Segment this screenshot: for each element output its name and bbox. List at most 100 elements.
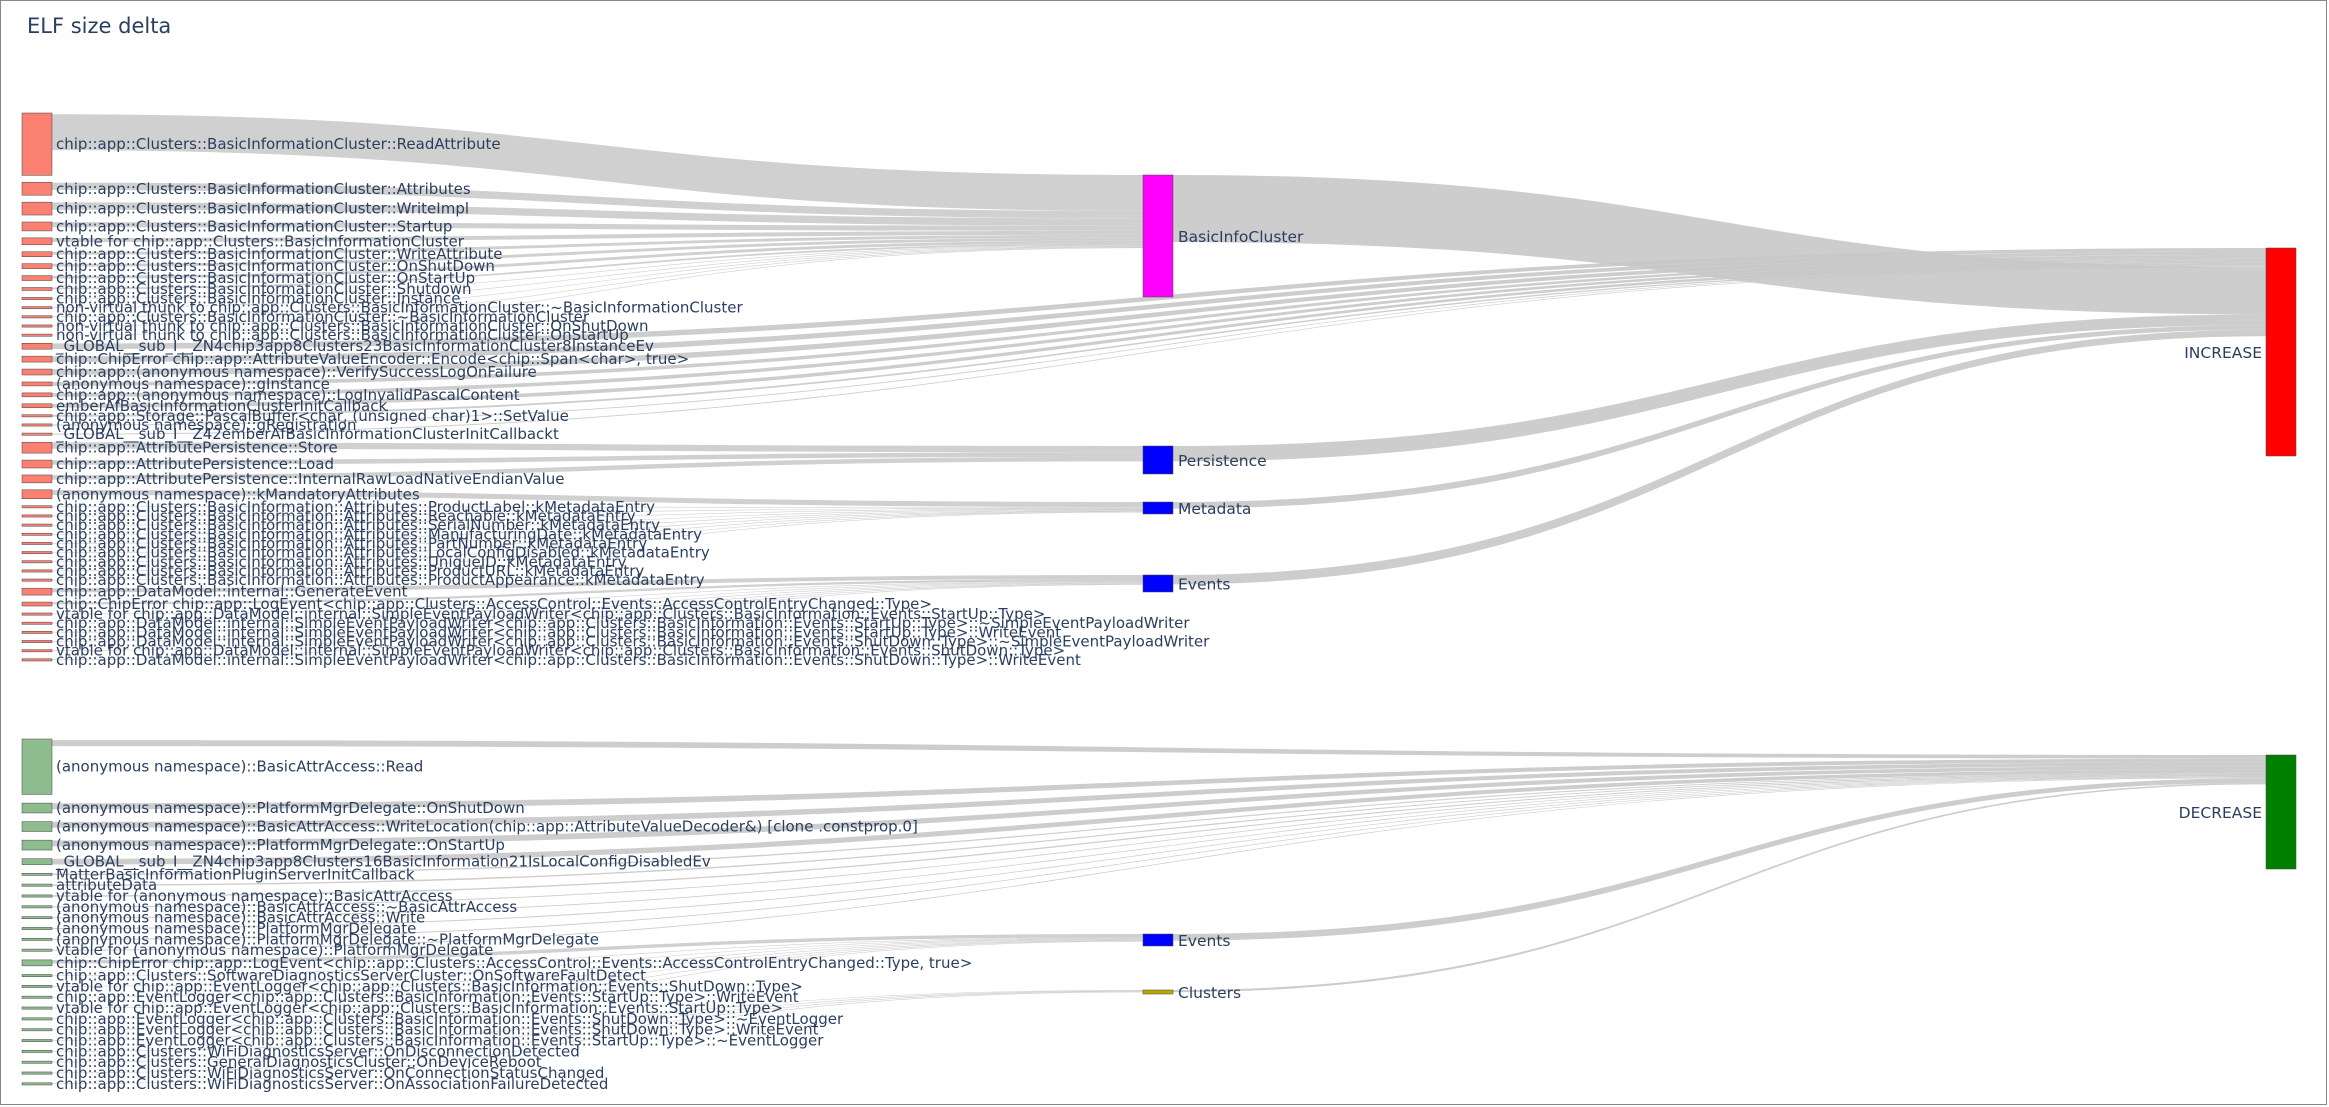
node-chip-app-attributepersistence-store[interactable] [21, 441, 53, 454]
link-chip-app-anonymous-namespace-loginvalidpascalcontent[interactable] [52, 260, 2266, 397]
link-chip-app-clusters-basicinformationcluster-startup[interactable] [52, 222, 1143, 231]
node-vtable-for-chip-app-datamodel-internal-simpleeventpayloadwri[interactable] [21, 612, 53, 616]
link-chip-app-clusters-basicinformationcluster-instance[interactable] [52, 245, 1143, 299]
node-global-sub-i-zn4chip3app8clusters16basicinformation21islocal[interactable] [21, 858, 53, 865]
link-metadata-to-increase[interactable] [1173, 325, 2266, 509]
node-emberafbasicinformationclusterinitcallback[interactable] [21, 403, 53, 409]
node-non-virtual-thunk-to-chip-app-clusters-basicinformationclust[interactable] [21, 306, 53, 310]
link-events-to-decrease[interactable] [1173, 778, 2266, 941]
node-chip-app-clusters-basicinformationcluster-basicinformationcl[interactable] [21, 315, 53, 319]
node-chip-app-clusters-basicinformationcluster-attributes[interactable] [21, 182, 53, 196]
node-chip-app-clusters-basicinformationcluster-shutdown[interactable] [21, 287, 53, 291]
link-chip-app-clusters-basicinformation-attributes-manufacturingd[interactable] [52, 508, 1143, 535]
node-vtable-for-anonymous-namespace-platformmgrdelegate[interactable] [21, 948, 53, 952]
node-group-clusters-decrease[interactable] [1142, 989, 1174, 995]
link-emberafbasicinformationclusterinitcallback[interactable] [52, 262, 2266, 408]
link-chip-app-clusters-basicinformation-attributes-localconfigdis[interactable] [52, 510, 1143, 553]
link-anonymous-namespace-platformmgrdelegate-onshutdown[interactable] [52, 758, 2266, 810]
link-chip-chiperror-chip-app-logevent-chip-app-clusters-accesscon[interactable] [52, 934, 1143, 964]
link-vtable-for-chip-app-eventlogger-chip-app-clusters-basicinfor[interactable] [52, 939, 1143, 1009]
node-vtable-for-chip-app-eventlogger-chip-app-clusters-basicinfor[interactable] [21, 985, 53, 988]
link-global-sub-i-zn4chip3app8clusters16basicinformation21islocal[interactable] [52, 769, 2266, 865]
link-vtable-for-chip-app-clusters-basicinformationcluster[interactable] [52, 230, 1143, 243]
link-vtable-for-anonymous-namespace-basicattraccess[interactable] [52, 774, 2266, 897]
node-anonymous-namespace-basicattraccess-read[interactable] [21, 738, 53, 795]
link-anonymous-namespace-kmandatoryattributes[interactable] [52, 490, 1143, 508]
node-root-decrease[interactable] [2265, 754, 2297, 870]
node-group-events-decrease[interactable] [1142, 933, 1174, 947]
node-chip-app-anonymous-namespace-verifysuccesslogonfailure[interactable] [21, 368, 53, 376]
link-chip-app-clusters-basicinformation-attributes-productappeara[interactable] [52, 511, 1143, 581]
node-chip-app-anonymous-namespace-loginvalidpascalcontent[interactable] [21, 392, 53, 398]
node-chip-app-eventlogger-chip-app-clusters-basicinformation-even[interactable] [21, 1028, 53, 1032]
link-chip-app-clusters-basicinformationcluster-onshutdown[interactable] [52, 237, 1143, 267]
node-non-virtual-thunk-to-chip-app-clusters-basicinformationclust[interactable] [21, 324, 53, 328]
node-chip-app-clusters-basicinformation-attributes-serialnumber-k[interactable] [21, 523, 53, 527]
node-chip-chiperror-chip-app-logevent-chip-app-clusters-accesscon[interactable] [21, 959, 53, 967]
link-chip-chiperror-chip-app-attributevalueencoder-encode-chip-sp[interactable] [52, 251, 2266, 362]
node-chip-app-eventlogger-chip-app-clusters-basicinformation-even[interactable] [21, 1039, 53, 1042]
node-chip-app-datamodel-internal-simpleeventpayloadwriter-chip-ap[interactable] [21, 621, 53, 625]
node-chip-app-clusters-basicinformation-attributes-productlabel-k[interactable] [21, 505, 53, 509]
link-non-virtual-thunk-to-chip-app-clusters-basicinformationclust[interactable] [52, 246, 1143, 327]
node-attributedata[interactable] [21, 883, 53, 887]
node-chip-app-clusters-softwarediagnosticsservercluster-onsoftwar[interactable] [21, 974, 53, 977]
link-chip-app-eventlogger-chip-app-clusters-basicinformation-even[interactable] [52, 941, 1143, 1041]
link-anonymous-namespace-basicattraccess-writelocation-chip-app-a[interactable] [52, 762, 2266, 828]
link-global-sub-i-z42emberafbasicinformationclusterinitcallbackt[interactable] [52, 266, 2266, 435]
node-anonymous-namespace-basicattraccess-basicattraccess[interactable] [21, 905, 53, 909]
node-anonymous-namespace-kmandatoryattributes[interactable] [21, 489, 53, 499]
node-global-sub-i-z42emberafbasicinformationclusterinitcallbackt[interactable] [21, 432, 53, 436]
node-chip-app-datamodel-internal-simpleeventpayloadwriter-chip-ap[interactable] [21, 631, 53, 634]
link-chip-app-eventlogger-chip-app-clusters-basicinformation-even[interactable] [52, 940, 1143, 1031]
node-chip-app-clusters-basicinformationcluster-readattribute[interactable] [21, 112, 53, 176]
link-chip-app-clusters-basicinformationcluster-writeattribute[interactable] [52, 234, 1143, 255]
node-vtable-for-chip-app-eventlogger-chip-app-clusters-basicinfor[interactable] [21, 1006, 53, 1010]
link-chip-app-clusters-basicinformation-attributes-productlabel-k[interactable] [52, 506, 1143, 508]
node-chip-app-clusters-basicinformation-attributes-partnumber-kme[interactable] [21, 542, 53, 545]
node-chip-app-clusters-wifidiagnosticsserver-ondisconnectiondetec[interactable] [21, 1050, 53, 1053]
link-anonymous-namespace-platformmgrdelegate-platformmgrdelegate[interactable] [52, 777, 2266, 940]
link-anonymous-namespace-platformmgrdelegate-onstartup[interactable] [52, 765, 2266, 847]
link-chip-app-clusters-basicinformation-attributes-reachable-kmet[interactable] [52, 507, 1143, 517]
link-anonymous-namespace-ginstance[interactable] [52, 258, 2266, 386]
node-anonymous-namespace-platformmgrdelegate[interactable] [21, 927, 53, 930]
node-chip-app-clusters-basicinformationcluster-onshutdown[interactable] [21, 263, 53, 269]
node-chip-app-eventlogger-chip-app-clusters-basicinformation-even[interactable] [21, 995, 53, 999]
link-chip-app-clusters-basicinformationcluster-shutdown[interactable] [52, 243, 1143, 290]
node-chip-app-clusters-basicinformationcluster-onstartup[interactable] [21, 275, 53, 281]
link-global-sub-i-zn4chip3app8clusters23basicinformationcluster8i[interactable] [52, 248, 2266, 350]
node-anonymous-namespace-gregistration[interactable] [21, 423, 53, 427]
node-chip-app-datamodel-internal-simpleeventpayloadwriter-chip-ap[interactable] [21, 640, 53, 643]
node-group-metadata-increase[interactable] [1142, 501, 1174, 515]
link-chip-app-datamodel-internal-generateevent[interactable] [52, 575, 1143, 593]
link-basicinfocluster-to-increase[interactable] [1173, 175, 2266, 315]
link-chip-app-datamodel-internal-simpleeventpayloadwriter-chip-ap[interactable] [52, 583, 1143, 642]
node-group-basicinfocluster-increase[interactable] [1142, 174, 1174, 298]
node-vtable-for-chip-app-clusters-basicinformationcluster[interactable] [21, 237, 53, 246]
node-anonymous-namespace-basicattraccess-write[interactable] [21, 916, 53, 920]
link-chip-app-datamodel-internal-simpleeventpayloadwriter-chip-ap[interactable] [52, 584, 1143, 661]
link-vtable-for-chip-app-eventlogger-chip-app-clusters-basicinfor[interactable] [52, 938, 1143, 987]
link-chip-app-clusters-basicinformation-attributes-partnumber-kme[interactable] [52, 509, 1143, 544]
node-anonymous-namespace-platformmgrdelegate-platformmgrdelegate[interactable] [21, 937, 53, 941]
node-chip-chiperror-chip-app-attributevalueencoder-encode-chip-sp[interactable] [21, 355, 53, 363]
link-chip-app-clusters-softwarediagnosticsservercluster-onsoftwar[interactable] [52, 937, 1143, 976]
link-chip-app-datamodel-internal-simpleeventpayloadwriter-chip-ap[interactable] [52, 582, 1143, 633]
node-global-sub-i-zn4chip3app8clusters23basicinformationcluster8i[interactable] [21, 342, 53, 350]
link-events-to-increase[interactable] [1173, 329, 2266, 585]
link-chip-app-clusters-wifidiagnosticsserver-onassociationfailure[interactable] [52, 991, 1143, 1085]
node-chip-chiperror-chip-app-logevent-chip-app-clusters-accesscon[interactable] [21, 601, 53, 607]
node-non-virtual-thunk-to-chip-app-clusters-basicinformationclust[interactable] [21, 333, 53, 337]
link-vtable-for-anonymous-namespace-platformmgrdelegate[interactable] [52, 777, 2266, 951]
node-chip-app-clusters-basicinformation-attributes-localconfigdis[interactable] [21, 551, 53, 554]
node-chip-app-clusters-generaldiagnosticscluster-ondevicereboot[interactable] [21, 1060, 53, 1064]
link-chip-app-clusters-basicinformationcluster-attributes[interactable] [52, 182, 1143, 219]
node-chip-app-storage-pascalbuffer-char-unsigned-char-1-setvalue[interactable] [21, 414, 53, 418]
node-chip-app-datamodel-internal-generateevent[interactable] [21, 587, 53, 596]
node-chip-app-attributepersistence-internalrawloadnativeendianval[interactable] [21, 474, 53, 484]
link-chip-app-clusters-basicinformationcluster-basicinformationcl[interactable] [52, 246, 1143, 317]
node-chip-app-clusters-wifidiagnosticsserver-onassociationfailure[interactable] [21, 1082, 53, 1086]
node-chip-app-clusters-basicinformationcluster-instance[interactable] [21, 297, 53, 300]
node-chip-app-clusters-wifidiagnosticsserver-onconnectionstatusch[interactable] [21, 1071, 53, 1075]
